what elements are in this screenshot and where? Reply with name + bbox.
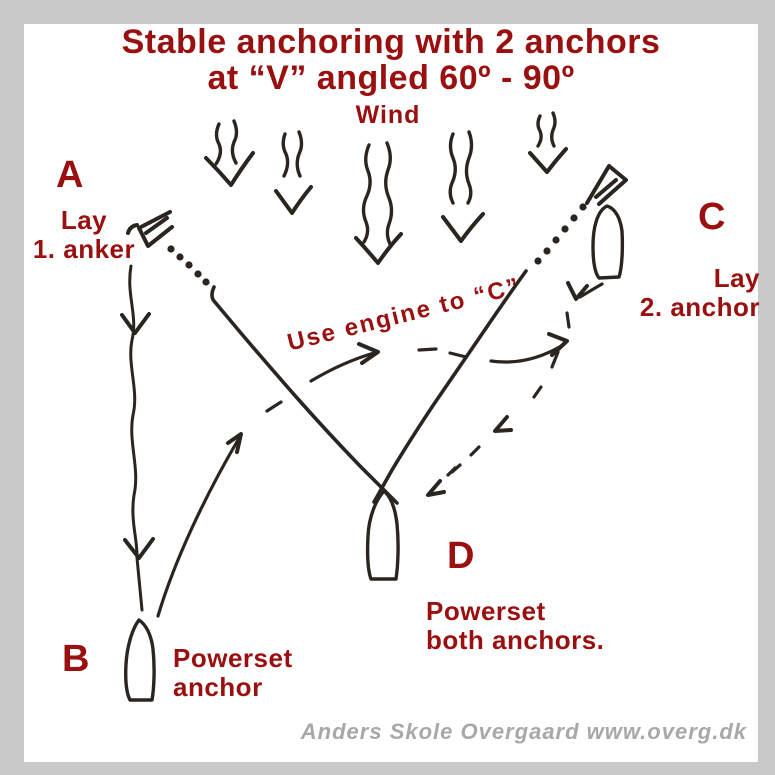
marker-b: B — [62, 638, 91, 680]
note-c-line2: 2. anchor — [639, 292, 760, 322]
wind-arrow-4 — [441, 130, 485, 243]
rode-c-to-d — [372, 269, 528, 504]
page-title: Stable anchoring with 2 anchors at “V” a… — [24, 24, 758, 96]
engine-path-b-to-c — [156, 332, 569, 618]
note-a-line2: 1. anker — [32, 234, 136, 264]
wind-label: Wind — [355, 101, 421, 129]
note-d-line2: both anchors. — [426, 625, 605, 655]
note-b-line2: anchor — [173, 672, 263, 702]
rode-a-to-b — [120, 264, 155, 612]
drift-path-c-to-d — [426, 281, 604, 497]
note-c: Lay 2. anchor — [600, 264, 760, 322]
boat-hull-c — [591, 204, 625, 280]
marker-a: A — [56, 154, 85, 196]
boat-hull-b — [124, 618, 156, 702]
note-d-line1: Powerset — [426, 596, 546, 626]
note-a: Lay 1. anker — [14, 206, 154, 264]
watermark-credit: Anders Skole Overgaard www.overg.dk — [300, 719, 747, 744]
wind-arrow-2 — [274, 130, 313, 215]
anchor-icon-a — [126, 210, 174, 248]
marker-c: C — [698, 196, 727, 238]
title-line-2: at “V” angled 60º - 90º — [207, 59, 575, 97]
anchor-chain-a — [167, 245, 210, 286]
note-c-line1: Lay — [713, 263, 760, 293]
anchor-chain-c — [534, 203, 587, 265]
note-b: Powerset anchor — [173, 644, 393, 702]
boat-hull-d — [365, 489, 400, 581]
title-line-1: Stable anchoring with 2 anchors — [121, 23, 661, 61]
rode-a-to-d — [210, 285, 399, 505]
wind-arrow-1 — [204, 119, 255, 187]
note-d: Powerset both anchors. — [426, 597, 666, 655]
drawing-canvas — [24, 24, 758, 762]
wind-arrow-5 — [528, 111, 568, 174]
note-b-line1: Powerset — [173, 643, 293, 673]
marker-d: D — [447, 535, 476, 577]
anchor-icon-c — [585, 164, 628, 206]
wind-arrow-3 — [354, 141, 403, 265]
note-a-line1: Lay — [60, 205, 108, 235]
